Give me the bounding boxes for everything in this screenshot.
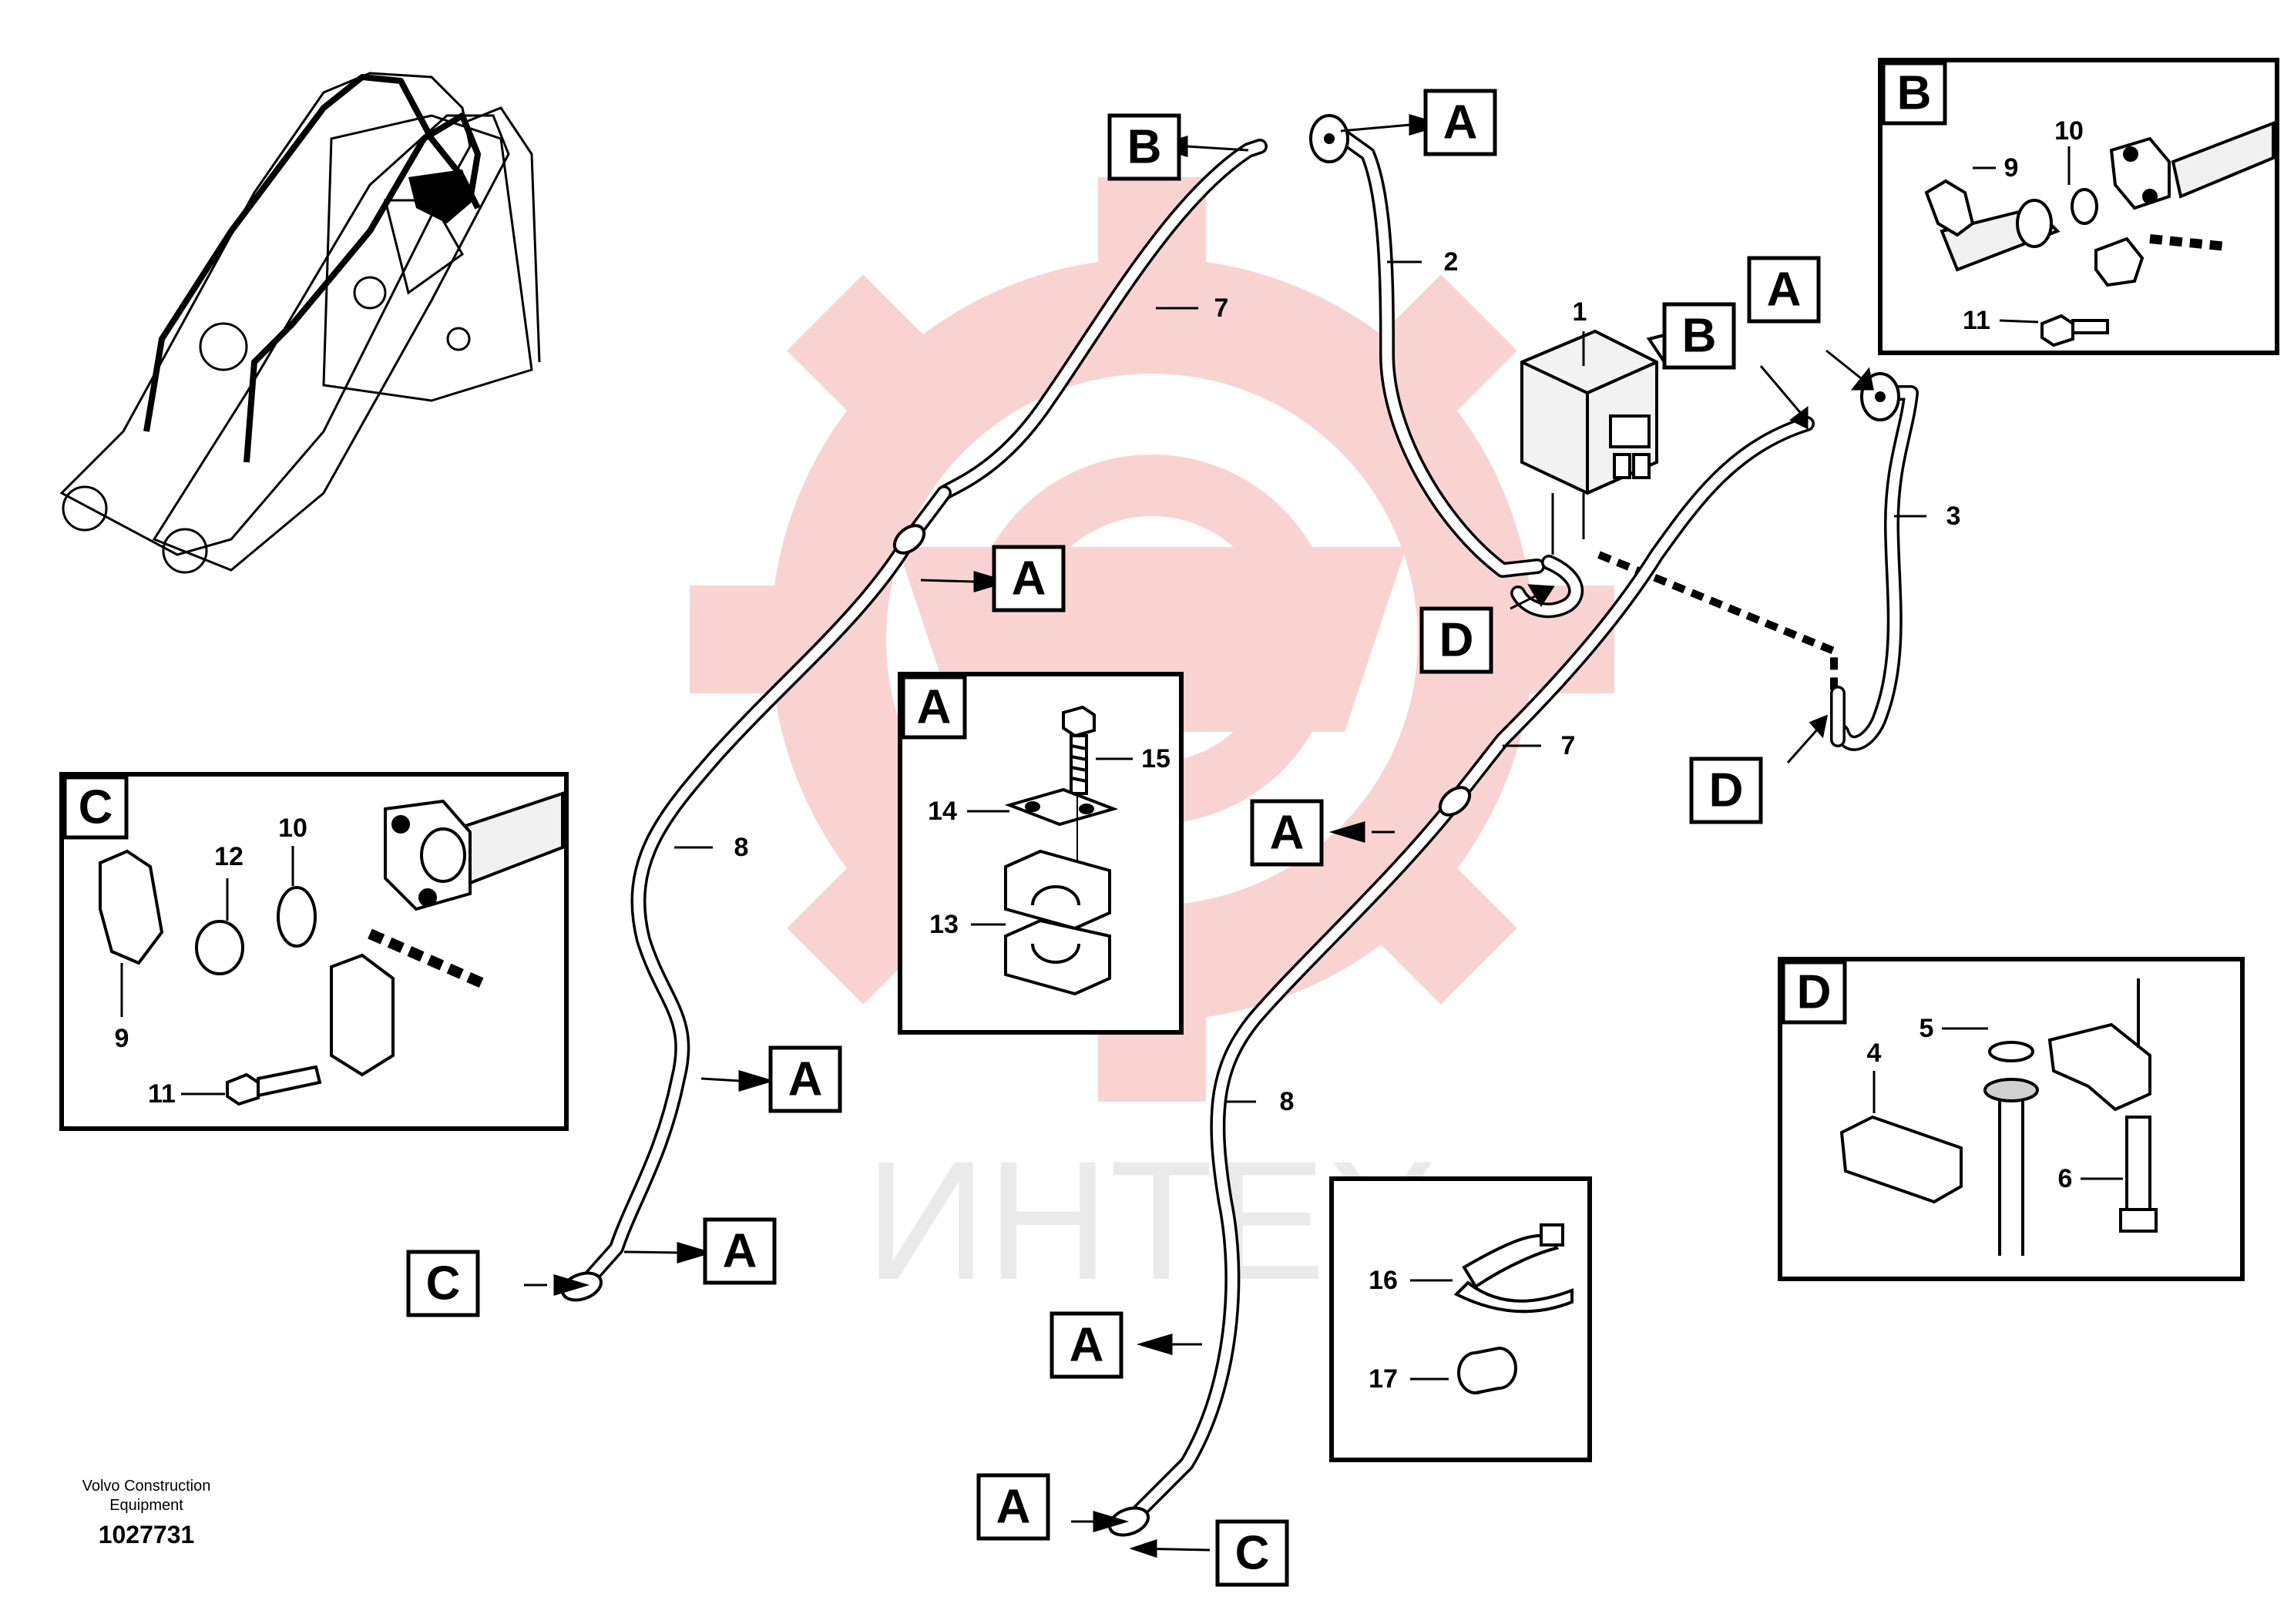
tube-3 xyxy=(1830,372,1919,751)
svg-text:D: D xyxy=(1797,966,1832,1019)
company-name-line2: Equipment xyxy=(109,1497,183,1514)
inset-a-part-14: 14 xyxy=(928,797,957,826)
svg-text:A: A xyxy=(1270,807,1305,860)
machine-overview-illustration xyxy=(59,72,541,574)
svg-text:D: D xyxy=(1709,764,1744,817)
inset-d-part-6: 6 xyxy=(2058,1164,2073,1193)
inset-c-part-10: 10 xyxy=(278,814,307,843)
hose-coupling-right xyxy=(1438,786,1472,817)
inset-B: B 9 10 11 xyxy=(1878,58,2279,355)
svg-text:D: D xyxy=(1439,614,1474,667)
callout-B-right: B xyxy=(1662,302,1736,370)
valve-drain-line-dashed xyxy=(1597,551,1838,693)
svg-text:A: A xyxy=(1012,552,1046,606)
accessory-part-16: 16 xyxy=(1369,1266,1398,1295)
part-number-8-right: 8 xyxy=(1280,1087,1295,1116)
inset-d-part-4: 4 xyxy=(1867,1038,1882,1068)
svg-text:A: A xyxy=(788,1053,823,1106)
svg-text:C: C xyxy=(1235,1527,1270,1580)
callout-A-left-low: A xyxy=(703,1217,777,1285)
inset-c-part-11: 11 xyxy=(148,1079,176,1109)
part-number-7-left: 7 xyxy=(1214,294,1229,323)
part-number-1: 1 xyxy=(1573,297,1587,327)
callout-A-right-mid: A xyxy=(1250,799,1324,867)
callout-A-left-mid: A xyxy=(768,1045,842,1113)
clamp-plate-icon xyxy=(1004,787,1119,827)
part-number-labels: 2 7 8 1 3 7 8 xyxy=(674,247,1960,1116)
svg-text:A: A xyxy=(917,681,952,734)
part-number-8-left: 8 xyxy=(734,833,749,862)
callout-A-right: A xyxy=(1747,256,1821,324)
footer: Volvo Construction Equipment 1027731 xyxy=(82,1478,211,1549)
svg-text:A: A xyxy=(723,1225,757,1278)
inset-c-part-9: 9 xyxy=(115,1024,129,1053)
hose-left xyxy=(560,139,1268,1302)
company-name-line1: Volvo Construction xyxy=(82,1478,211,1495)
svg-text:A: A xyxy=(1767,263,1802,317)
drawing-number: 1027731 xyxy=(99,1521,195,1549)
hose-coupling xyxy=(892,524,926,555)
callout-D-left: D xyxy=(1419,606,1493,674)
overview-connector-block xyxy=(408,169,474,223)
part-number-7-right: 7 xyxy=(1561,731,1576,760)
accessory-part-17: 17 xyxy=(1369,1364,1398,1394)
callout-A-left-upper: A xyxy=(992,545,1066,612)
inset-b-part-10: 10 xyxy=(2054,116,2084,146)
cable-tie-icon xyxy=(1453,1223,1574,1314)
leader-arrows xyxy=(524,113,1874,1559)
inset-C: C 12 10 9 11 xyxy=(59,772,569,1131)
clamp-bolt-icon xyxy=(1062,705,1096,795)
hose-right xyxy=(1107,416,1815,1537)
part-number-2: 2 xyxy=(1444,247,1459,277)
callout-A-top: A xyxy=(1423,89,1497,156)
callout-B-top: B xyxy=(1107,113,1181,181)
callout-C-left: C xyxy=(406,1250,480,1317)
inset-c-part-12: 12 xyxy=(214,842,244,871)
svg-text:A: A xyxy=(1443,96,1478,149)
tube-2 xyxy=(1309,114,1584,619)
callout-A-right-low: A xyxy=(1050,1311,1123,1379)
inset-D: D 5 4 6 xyxy=(1778,957,2245,1281)
part-number-3: 3 xyxy=(1946,502,1961,531)
callout-D-right: D xyxy=(1689,757,1763,824)
inset-accessories: 16 17 xyxy=(1329,1176,1592,1462)
callout-C-bottom: C xyxy=(1215,1519,1289,1587)
svg-text:B: B xyxy=(1127,121,1162,174)
overview-wiring-harness xyxy=(143,74,481,463)
inset-A: A 15 14 13 xyxy=(898,672,1184,1035)
inset-a-part-15: 15 xyxy=(1141,744,1171,773)
svg-text:C: C xyxy=(426,1257,461,1310)
callout-A-bottom: A xyxy=(976,1473,1050,1541)
inset-d-part-5: 5 xyxy=(1920,1014,1934,1043)
inset-a-part-13: 13 xyxy=(929,910,959,939)
svg-text:B: B xyxy=(1682,310,1717,363)
svg-text:A: A xyxy=(1070,1319,1104,1372)
svg-text:A: A xyxy=(996,1481,1031,1534)
svg-text:C: C xyxy=(79,781,113,834)
valve-block xyxy=(1520,329,1683,555)
clamp-block-icon xyxy=(1004,849,1111,996)
inset-b-part-11: 11 xyxy=(1963,306,1990,335)
inset-b-part-9: 9 xyxy=(2004,153,2019,183)
svg-text:B: B xyxy=(1897,67,1932,120)
cable-tie-sleeve-icon xyxy=(1457,1346,1517,1394)
